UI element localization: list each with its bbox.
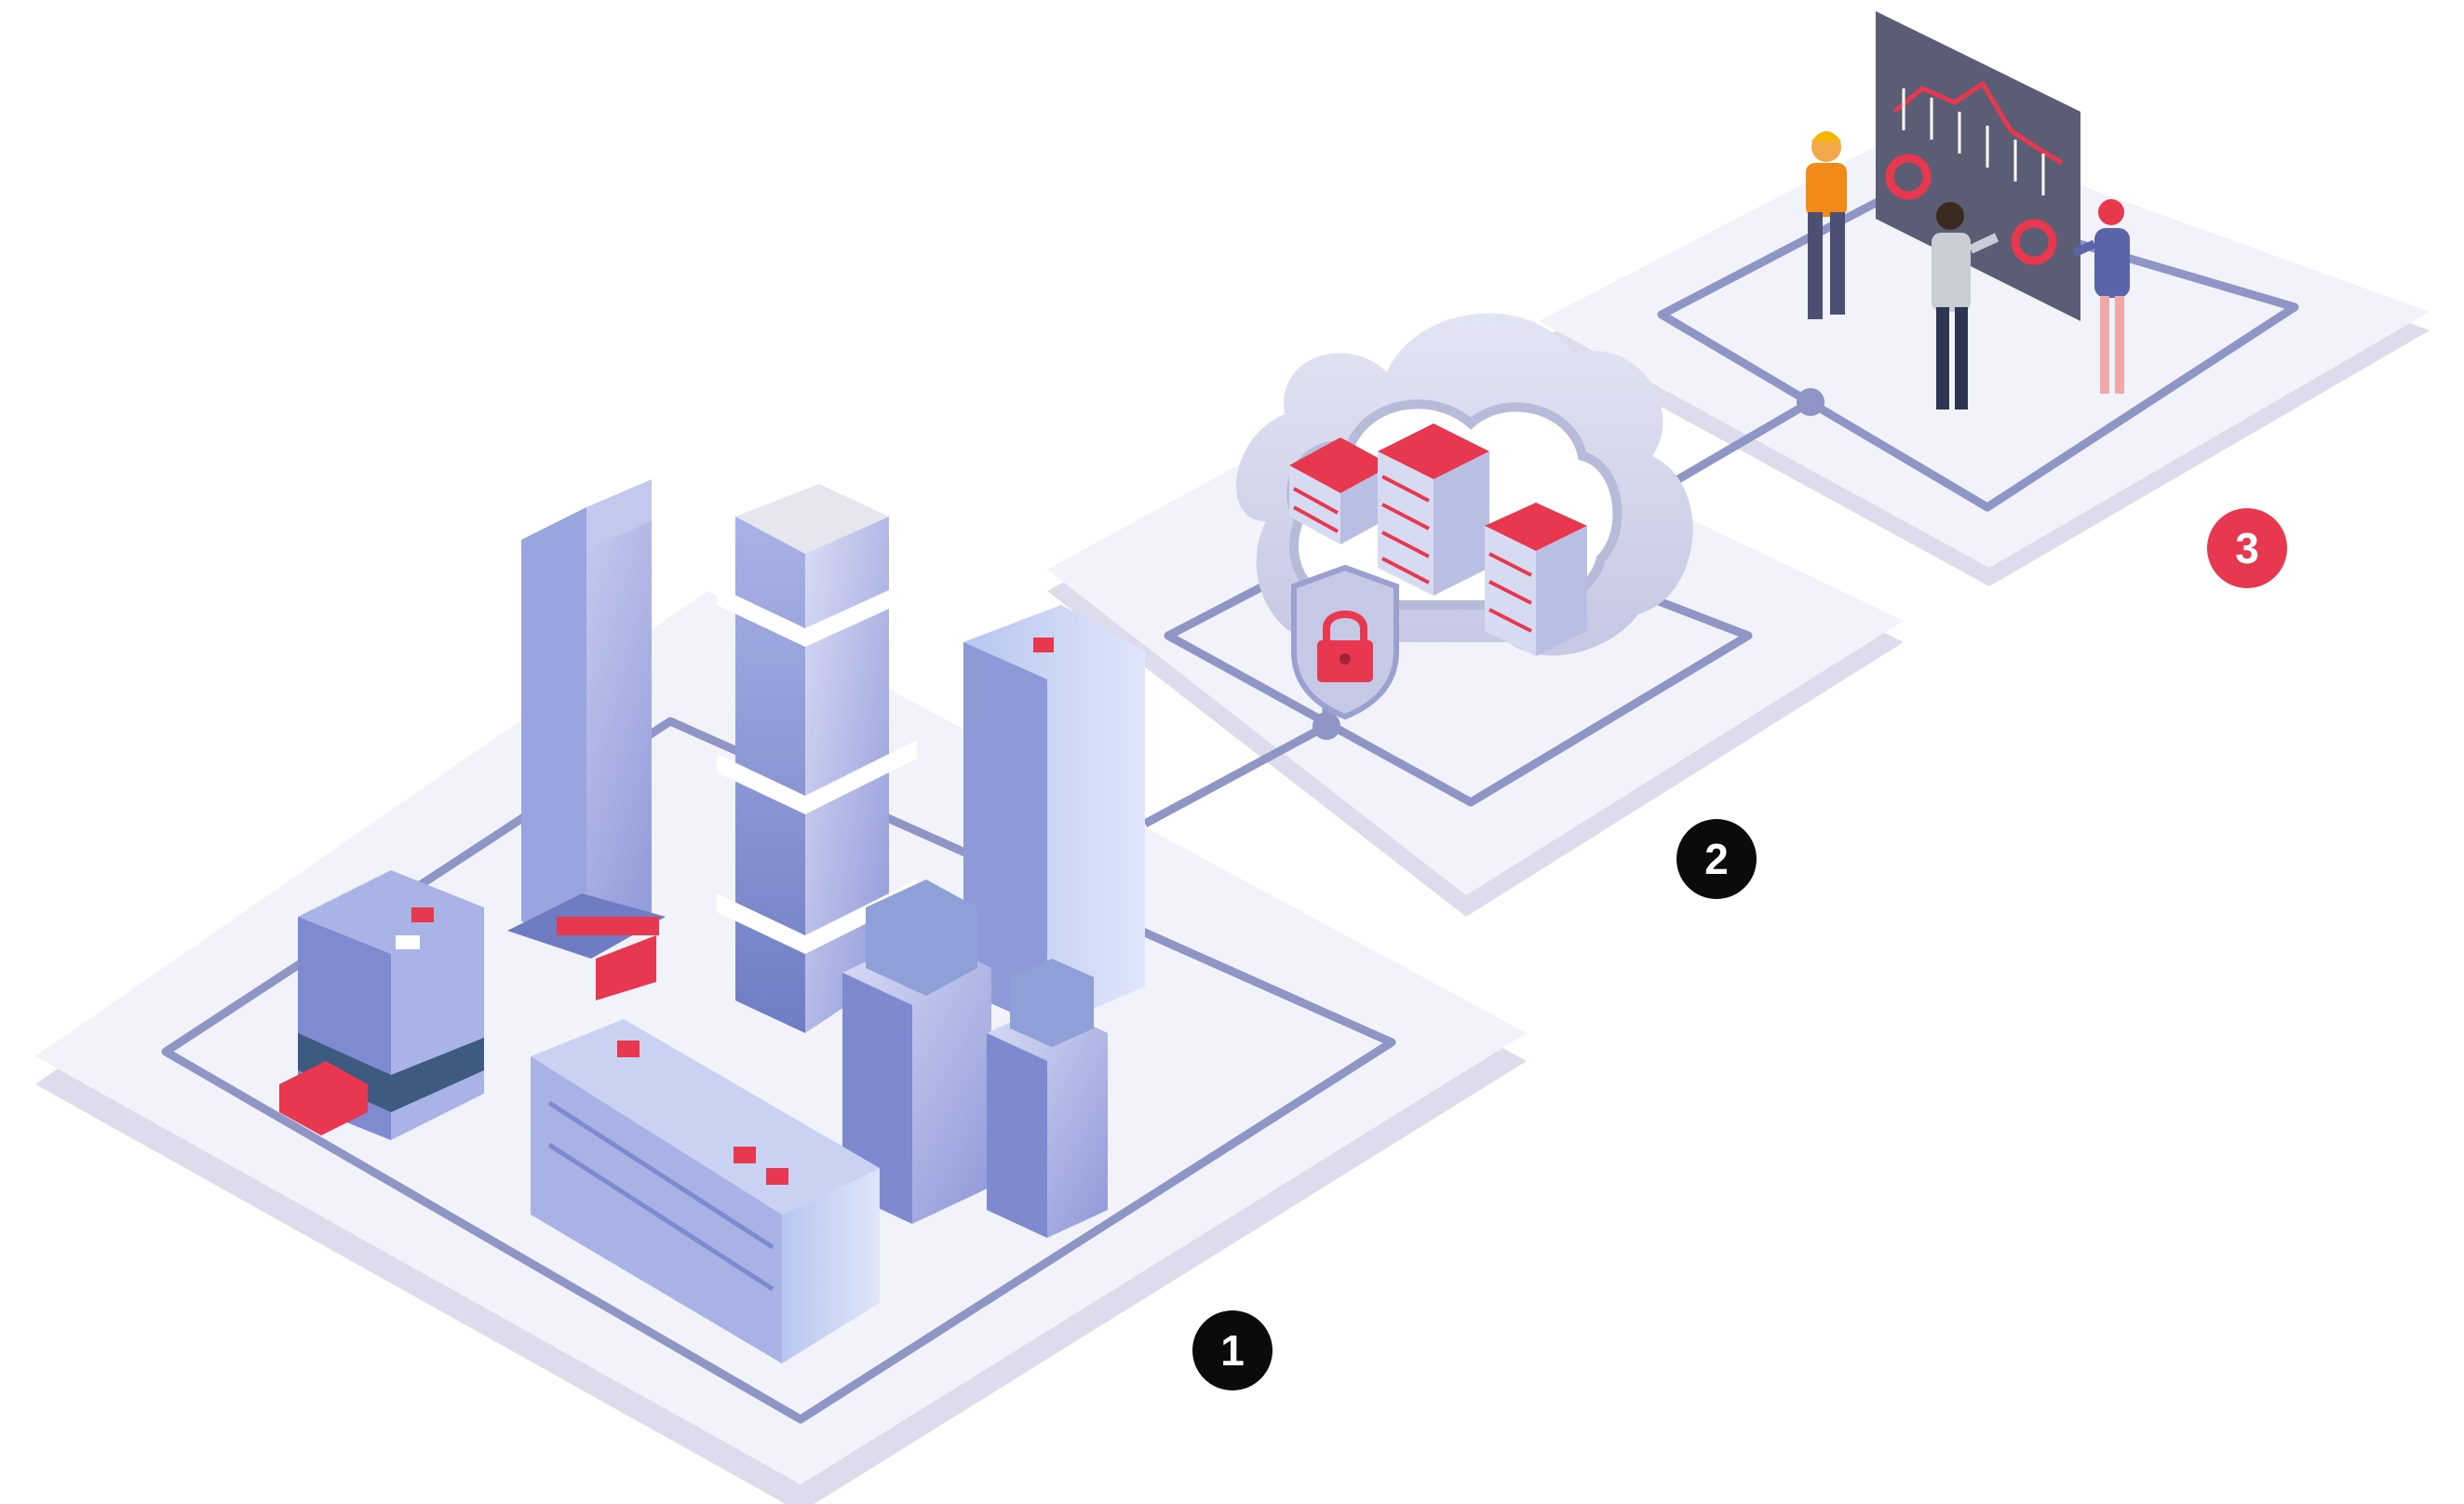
step-number: 2 (1704, 835, 1729, 883)
presenter-figure (1932, 202, 1999, 410)
step-badge-3: 3 (2207, 508, 2287, 588)
step-badge-1: 1 (1192, 1310, 1272, 1390)
worker-figure (1806, 131, 1847, 319)
step-badge-2: 2 (1676, 819, 1757, 899)
analyst-figure (2072, 199, 2130, 394)
dashboard-screen-icon (1876, 11, 2080, 321)
server-rack-icon (1289, 423, 1587, 656)
city-buildings (279, 479, 1145, 1363)
step-number: 1 (1220, 1326, 1245, 1375)
step-number: 3 (2235, 524, 2259, 572)
platform-1 (35, 591, 1527, 1504)
padlock-shield-icon (1291, 564, 1399, 720)
